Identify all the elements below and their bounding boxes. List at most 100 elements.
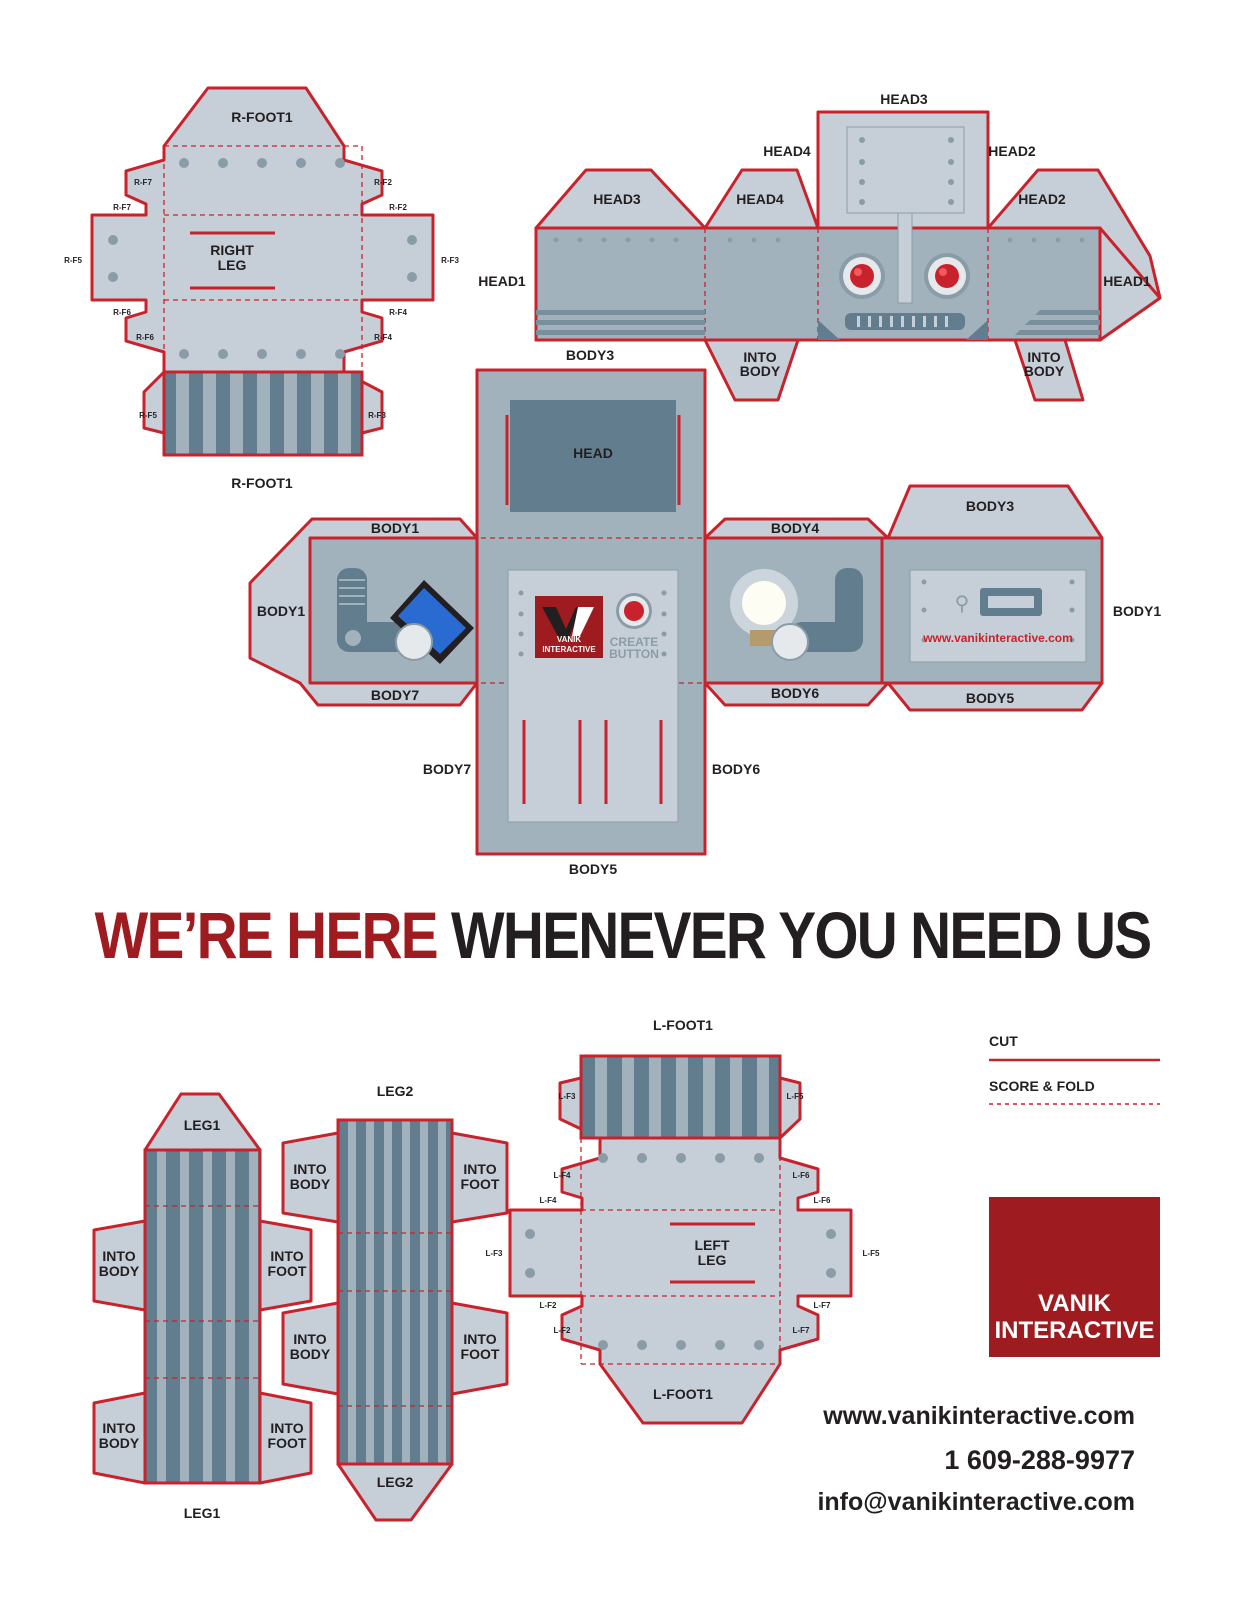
into-body-label: BODY [740, 363, 781, 379]
tab-label: R-F3 [441, 256, 459, 265]
tab-label: R-F6 [136, 333, 154, 342]
headline: WE’RE HERE WHENEVER YOU NEED US [87, 902, 1158, 968]
body5-tab-label: BODY5 [966, 690, 1014, 706]
tab-label: R-F2 [374, 178, 392, 187]
head1-left-label: HEAD1 [478, 273, 526, 289]
tab-label: L-F5 [787, 1092, 804, 1101]
tab-label: L-F4 [540, 1196, 557, 1205]
leg1-template: LEG1 LEG1 INTO BODY INTO FOOT INTO BODY … [92, 1092, 313, 1521]
body6-tab-label: BODY6 [771, 685, 819, 701]
tab-label: R-F5 [139, 411, 157, 420]
body1-right-label: BODY1 [1113, 603, 1161, 619]
right-leg-label-2: LEG [218, 257, 247, 273]
body4-tab-label: BODY4 [771, 520, 819, 536]
head4-label: HEAD4 [763, 143, 811, 159]
head2-tab-label: HEAD2 [1018, 191, 1066, 207]
tab-label: L-F3 [559, 1092, 576, 1101]
tab-label: L-F2 [540, 1301, 557, 1310]
head1-right-label: HEAD1 [1103, 273, 1151, 289]
tab-label: R-F3 [368, 411, 386, 420]
tab-label: L-F2 [554, 1326, 571, 1335]
into-label: INTO [463, 1161, 496, 1177]
body7-side-label: BODY7 [423, 761, 471, 777]
body-label: BODY [290, 1176, 331, 1192]
right-foot-top-label: R-FOOT1 [231, 109, 293, 125]
vanik-logo: VANIK INTERACTIVE [989, 1197, 1160, 1357]
body3-label: BODY3 [566, 347, 614, 363]
tab-label: R-F6 [113, 308, 131, 317]
tab-label: L-F6 [793, 1171, 810, 1180]
tab-label: R-F5 [64, 256, 82, 265]
into-body-label: INTO [1027, 349, 1060, 365]
body7-tab-label: BODY7 [371, 687, 419, 703]
head4-tab-label: HEAD4 [736, 191, 784, 207]
headline-black: WHENEVER YOU NEED US [450, 898, 1152, 972]
into-label: INTO [270, 1248, 303, 1264]
left-foot-bottom-label: L-FOOT1 [653, 1386, 713, 1402]
logo-line-1: VANIK [1038, 1290, 1111, 1317]
left-leg-label-1: LEFT [695, 1237, 730, 1253]
contact-email: info@vanikinteractive.com [817, 1488, 1135, 1516]
contact-website: www.vanikinteractive.com [823, 1402, 1135, 1430]
into-label: INTO [102, 1420, 135, 1436]
headline-red: WE’RE HERE [94, 898, 439, 972]
tab-label: R-F7 [134, 178, 152, 187]
tab-label: L-F7 [793, 1326, 810, 1335]
into-body-label: INTO [743, 349, 776, 365]
tab-label: L-F3 [486, 1249, 503, 1258]
tab-label: R-F7 [113, 203, 131, 212]
tab-label: R-F2 [389, 203, 407, 212]
into-label: INTO [293, 1331, 326, 1347]
body1-left-label: BODY1 [257, 603, 305, 619]
foot-label: FOOT [268, 1435, 307, 1451]
usb-url: www.vanikinteractive.com [922, 631, 1073, 645]
tab-label: R-F4 [374, 333, 392, 342]
right-foot-stripes [176, 372, 351, 455]
head-stripes [536, 310, 1100, 340]
left-foot-top-label: L-FOOT1 [653, 1017, 713, 1033]
leg1-top-label: LEG1 [184, 1117, 221, 1133]
foot-label: FOOT [268, 1263, 307, 1279]
usb-icon: ⚲ [955, 591, 970, 615]
tab-label: L-F5 [863, 1249, 880, 1258]
into-body-label: BODY [1024, 363, 1065, 379]
head2-label: HEAD2 [988, 143, 1036, 159]
body-template: HEAD VANIK INTERACTIVE CREATE BUTTON [248, 368, 1161, 877]
leg1-bottom-label: LEG1 [184, 1505, 221, 1521]
right-foot-bottom-label: R-FOOT1 [231, 475, 293, 491]
leg2-bottom-label: LEG2 [377, 1474, 414, 1490]
body5-bottom-label: BODY5 [569, 861, 617, 877]
legend-fold-label: SCORE & FOLD [989, 1078, 1095, 1094]
logo-line-2: INTERACTIVE [994, 1317, 1155, 1344]
left-foot-template: LEFT LEG L-FOOT1 L-FOOT1 L-F3 L-F5 L-F4 … [486, 1017, 880, 1425]
head-slot-label: HEAD [573, 445, 613, 461]
foot-label: FOOT [461, 1346, 500, 1362]
leg2-top-label: LEG2 [377, 1083, 414, 1099]
body-label: BODY [99, 1435, 140, 1451]
right-leg-label-1: RIGHT [210, 242, 254, 258]
foot-label: FOOT [461, 1176, 500, 1192]
left-leg-label-2: LEG [698, 1252, 727, 1268]
legend-cut-label: CUT [989, 1033, 1018, 1049]
right-foot-template: RIGHT LEG R-FOOT1 R-FOOT1 R-F7 R-F2 R-F7… [64, 86, 459, 491]
contact-phone: 1 609-288-9977 [944, 1445, 1135, 1475]
right-foot-rivets [108, 158, 417, 359]
into-label: INTO [463, 1331, 496, 1347]
tab-label: L-F7 [814, 1301, 831, 1310]
head3-top-label: HEAD3 [880, 91, 928, 107]
body1-tab-label: BODY1 [371, 520, 419, 536]
create-button-label: CREATE [610, 635, 658, 649]
leg2-template: LEG2 LEG2 INTO BODY INTO FOOT INTO BODY … [281, 1083, 509, 1522]
body3-tab-label: BODY3 [966, 498, 1014, 514]
create-button-label: BUTTON [609, 647, 659, 661]
body6-side-label: BODY6 [712, 761, 760, 777]
head-template: HEAD3 HEAD4 HEAD2 HEAD3 HEAD4 HEAD2 HEAD… [478, 91, 1162, 402]
into-label: INTO [293, 1161, 326, 1177]
tab-label: R-F4 [389, 308, 407, 317]
small-logo-text: VANIK [557, 635, 582, 644]
arm-bulb-illustration [730, 568, 863, 661]
left-foot-outline [508, 1054, 853, 1425]
tab-label: L-F4 [554, 1171, 571, 1180]
body-label: BODY [99, 1263, 140, 1279]
